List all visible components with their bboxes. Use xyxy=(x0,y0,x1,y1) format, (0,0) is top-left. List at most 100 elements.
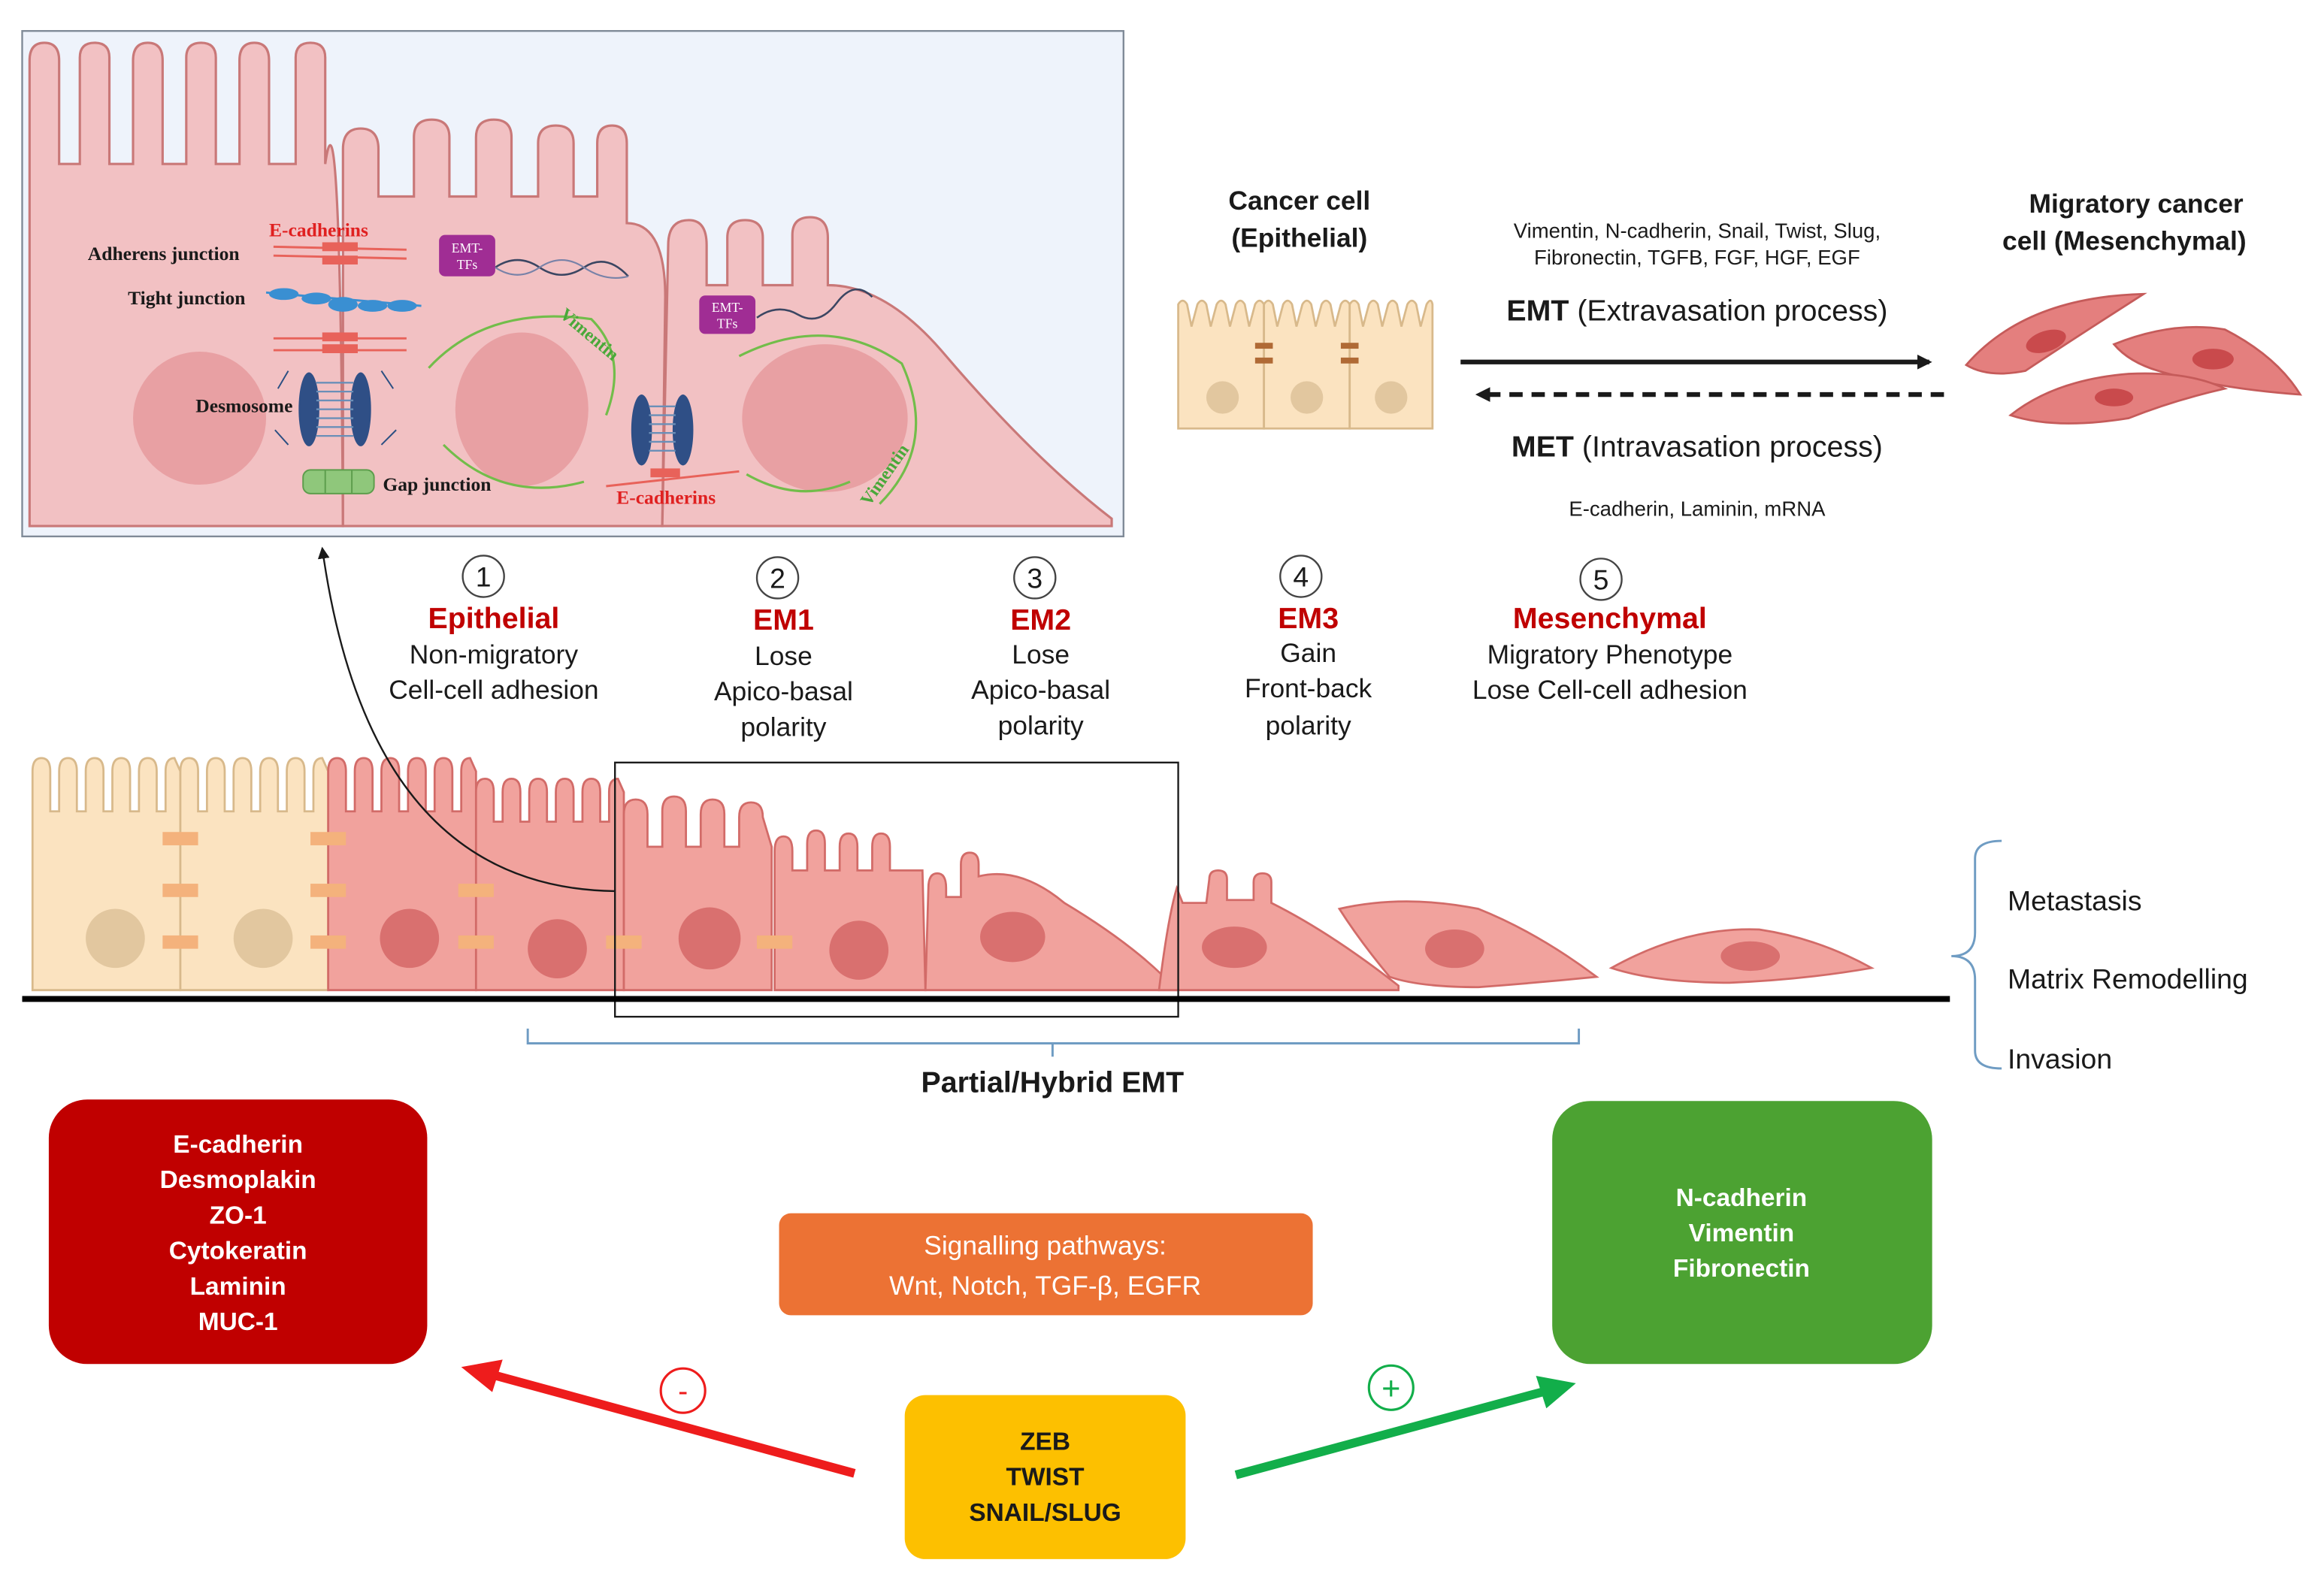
row-cell-pink-1 xyxy=(327,757,477,992)
outcome-invasion: Invasion xyxy=(2008,1043,2112,1075)
met-markers: E-cadherin, Laminin, mRNA xyxy=(1569,497,1826,520)
dna-strand-1 xyxy=(495,258,629,277)
tf-zeb: ZEB xyxy=(1020,1428,1070,1455)
gap-junction xyxy=(302,469,375,494)
epi-marker-5: Laminin xyxy=(190,1273,286,1301)
stage-3-number: 3 xyxy=(1027,563,1042,594)
partial-emt-bracket xyxy=(526,1028,1581,1057)
emt-tf-2-line2: TFs xyxy=(717,316,738,331)
vimentin-filament-2 xyxy=(738,334,918,505)
stage-2-line2: Apico-basal xyxy=(714,676,853,706)
stage-2-title: EM1 xyxy=(753,603,814,636)
mes-marker-3: Fibronectin xyxy=(1673,1255,1810,1283)
outcome-metastasis: Metastasis xyxy=(2008,884,2142,916)
dna-strand-2 xyxy=(756,288,873,320)
stage-5: 5 Mesenchymal Migratory Phenotype Lose C… xyxy=(1472,558,1748,705)
partial-emt-label: Partial/Hybrid EMT xyxy=(921,1066,1185,1099)
minus-sign: - xyxy=(678,1374,688,1407)
signalling-bg xyxy=(779,1213,1313,1316)
adherens-junction-blocks xyxy=(322,242,680,478)
inset-nucleus-1 xyxy=(133,352,267,485)
migratory-title-line1: Migratory cancer xyxy=(2029,189,2243,219)
cell-junction-inset: EMT- TFs EMT- TFs xyxy=(21,30,1124,538)
desmosome-label: Desmosome xyxy=(195,395,292,417)
stage-2-line1: Lose xyxy=(755,641,813,671)
mes-marker-1: N-cadherin xyxy=(1676,1184,1808,1212)
zoom-frame xyxy=(614,761,1179,1018)
stage-labels: 1 Epithelial Non-migratory Cell-cell adh… xyxy=(389,555,1748,742)
inhibition-arrow: - xyxy=(461,1359,856,1478)
tf-bg xyxy=(904,1395,1186,1559)
stage-3-title: EM2 xyxy=(1010,603,1071,636)
cell-row xyxy=(31,757,1875,992)
stage-1-title: Epithelial xyxy=(428,602,560,635)
signalling-box: Signalling pathways: Wnt, Notch, TGF-β, … xyxy=(779,1213,1313,1316)
outcomes-brace xyxy=(1951,839,2002,1070)
met-abbr: MET xyxy=(1512,431,1574,464)
stage-3-line3: polarity xyxy=(998,710,1084,740)
stage-4: 4 EM3 Gain Front-back polarity xyxy=(1245,555,1372,740)
tight-junction-label: Tight junction xyxy=(128,287,245,309)
epi-marker-1: E-cadherin xyxy=(173,1131,303,1159)
epi-marker-4: Cytokeratin xyxy=(169,1238,307,1265)
plus-sign: + xyxy=(1381,1371,1400,1407)
row-cell-em2 xyxy=(924,851,1179,992)
mesenchymal-markers-box: N-cadherin Vimentin Fibronectin xyxy=(1552,1101,1932,1365)
stage-4-line1: Gain xyxy=(1280,638,1336,668)
emt-abbr: EMT xyxy=(1506,295,1569,328)
epithelial-cell-cluster xyxy=(1177,299,1434,430)
stage-5-number: 5 xyxy=(1593,564,1609,596)
stage-5-title: Mesenchymal xyxy=(1513,602,1707,635)
signalling-title: Signalling pathways: xyxy=(924,1231,1167,1261)
e-cadherins-bottom-label: E-cadherins xyxy=(616,487,716,509)
epithelial-markers-bg xyxy=(48,1099,428,1365)
row-junction-blocks xyxy=(162,832,793,949)
zoom-connector-arrow xyxy=(317,546,616,893)
stage-2: 2 EM1 Lose Apico-basal polarity xyxy=(714,556,853,742)
emt-process-label: EMT (Extravasation process) xyxy=(1506,295,1887,328)
cancer-cell-title-line2: (Epithelial) xyxy=(1231,222,1367,252)
inset-nucleus-3 xyxy=(742,344,908,492)
emt-tf-box-1 xyxy=(439,234,495,277)
met-process-text: (Intravasation process) xyxy=(1574,431,1883,464)
emt-met-transition: Cancer cell (Epithelial) Migratory cance… xyxy=(1177,186,2302,520)
stage-4-number: 4 xyxy=(1293,561,1309,593)
desmosome-2 xyxy=(631,394,694,466)
transcription-factor-box: ZEB TWIST SNAIL/SLUG xyxy=(904,1395,1186,1559)
stage-5-line1: Migratory Phenotype xyxy=(1487,639,1733,670)
stage-2-line3: polarity xyxy=(740,712,826,742)
signalling-pathways: Wnt, Notch, TGF-β, EGFR xyxy=(889,1271,1201,1301)
stage-4-title: EM3 xyxy=(1278,602,1339,635)
stage-3-line1: Lose xyxy=(1012,639,1070,670)
outcome-matrix-remodelling: Matrix Remodelling xyxy=(2008,963,2248,995)
activation-arrow: + xyxy=(1234,1364,1576,1480)
emt-markers-line1: Vimentin, N-cadherin, Snail, Twist, Slug… xyxy=(1514,219,1881,243)
emt-tf-1-line1: EMT- xyxy=(452,240,483,255)
stage-2-number: 2 xyxy=(770,563,785,594)
gap-junction-label: Gap junction xyxy=(383,473,491,495)
mesenchymal-markers-bg xyxy=(1552,1101,1932,1365)
stage-4-line3: polarity xyxy=(1266,710,1351,740)
tf-snail-slug: SNAIL/SLUG xyxy=(969,1499,1121,1527)
stage-1: 1 Epithelial Non-migratory Cell-cell adh… xyxy=(389,555,599,705)
stage-3-line2: Apico-basal xyxy=(971,675,1110,705)
epi-marker-2: Desmoplakin xyxy=(160,1166,316,1194)
emt-tf-box-2 xyxy=(699,295,756,334)
adherens-junction-label: Adherens junction xyxy=(88,243,240,264)
stage-1-line2: Cell-cell adhesion xyxy=(389,675,598,705)
inset-nucleus-2 xyxy=(455,332,589,486)
migratory-title-line2: cell (Mesenchymal) xyxy=(2002,225,2247,255)
stage-1-number: 1 xyxy=(476,561,492,593)
mes-marker-2: Vimentin xyxy=(1689,1220,1795,1247)
emt-tf-2-line1: EMT- xyxy=(712,300,743,315)
desmosome-1 xyxy=(274,370,397,446)
stage-1-line1: Non-migratory xyxy=(410,639,579,670)
cancer-cell-title-line1: Cancer cell xyxy=(1228,186,1370,216)
met-process-label: MET (Intravasation process) xyxy=(1512,431,1883,464)
e-cadherins-top-label: E-cadherins xyxy=(269,219,368,241)
epithelial-markers-box: E-cadherin Desmoplakin ZO-1 Cytokeratin … xyxy=(48,1099,428,1365)
tight-junction xyxy=(265,288,422,312)
vimentin-filament-1 xyxy=(428,315,616,489)
emt-markers-line2: Fibronectin, TGFB, FGF, HGF, EGF xyxy=(1534,246,1860,269)
